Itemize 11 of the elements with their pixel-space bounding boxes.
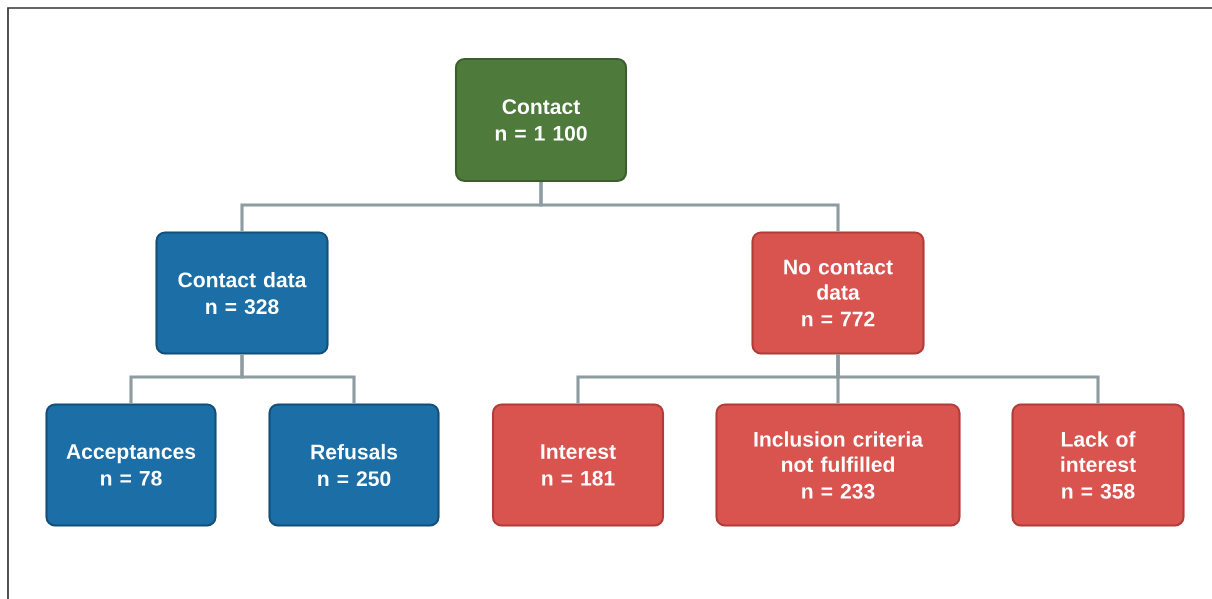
process-box: No contact data n = 772 [751,231,925,355]
process-box: Inclusion criteria not fulfilled n = 233 [715,403,961,527]
process-box: Acceptances n = 78 [45,403,217,527]
process-box: Interest n = 181 [491,403,665,527]
connector-line [240,354,356,404]
connector-line [539,182,840,232]
process-box: Refusals n = 250 [268,403,440,527]
process-box: Contact data n = 328 [155,231,329,355]
process-box: Lack of interest n = 358 [1011,403,1185,527]
connector-line [836,354,1100,404]
process-box: Contact n = 1 100 [454,57,628,183]
